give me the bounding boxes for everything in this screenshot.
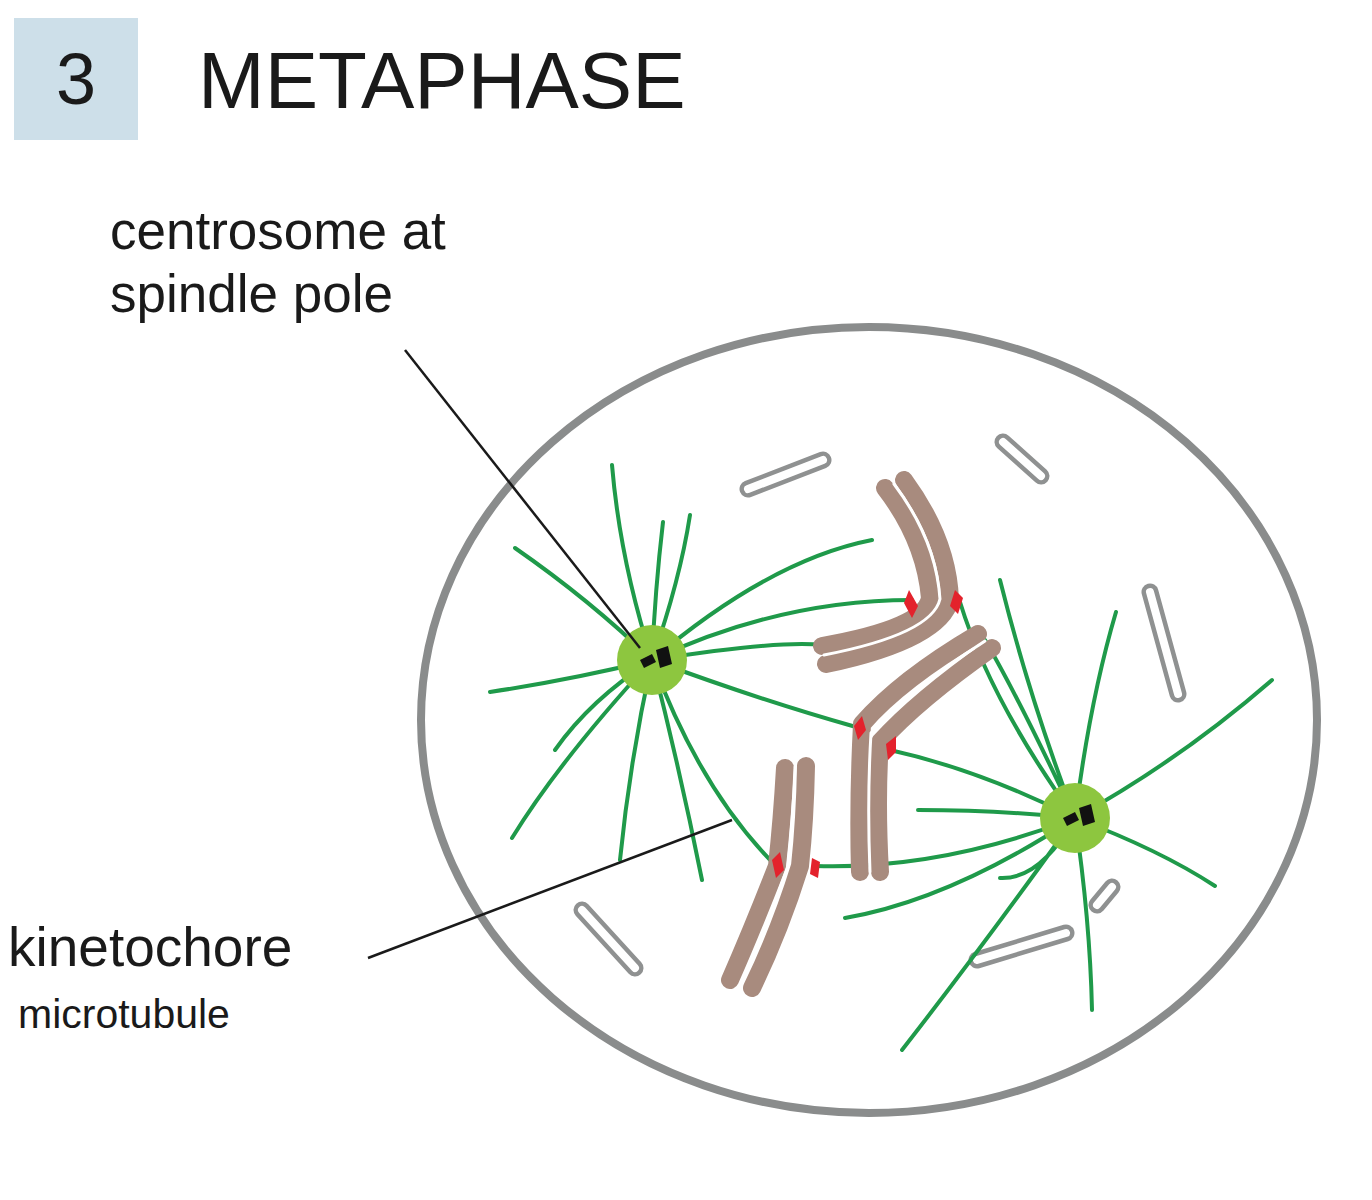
- kinetochore: [772, 590, 963, 878]
- centriole: [640, 646, 1095, 826]
- structure-label: kinetochore: [8, 915, 388, 980]
- leader-line: [368, 820, 732, 958]
- spindle-microtubule: [490, 465, 1272, 1050]
- step-number: 3: [56, 38, 96, 120]
- cell-membrane: [421, 327, 1317, 1113]
- chromatid: [730, 480, 992, 988]
- leader-line: [405, 350, 640, 648]
- sister-chromatid-gap: [741, 484, 985, 984]
- step-number-box: 3: [14, 18, 138, 140]
- structure-label: centrosome at spindle pole: [110, 200, 550, 325]
- structure-label-sub: microtubule: [18, 990, 398, 1038]
- diagram-title: METAPHASE: [198, 34, 686, 128]
